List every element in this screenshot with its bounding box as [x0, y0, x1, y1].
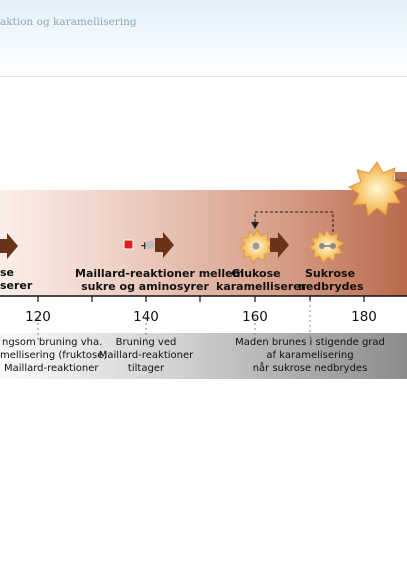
note-2-line-2: Maillard-reaktioner: [98, 350, 194, 361]
stage-label-4: Sukrose nedbrydes: [298, 267, 364, 293]
header-title: aktion og karamellisering: [0, 16, 137, 28]
note-3-line-3: når sukrose nedbrydes: [252, 363, 368, 374]
stage-4-line-1: Sukrose: [304, 267, 356, 280]
note-1: ngsom bruning vha. mellisering (fruktose…: [0, 336, 110, 375]
notes-band: [0, 333, 407, 379]
glukose-burst-icon: [238, 229, 289, 264]
header-banner: aktion og karamellisering: [0, 0, 407, 77]
stage-2-line-1: Maillard-reaktioner mellem: [75, 267, 245, 280]
note-3: Maden brunes i stigende grad af karameli…: [228, 336, 392, 375]
stage-label-3: Glukose karamelliserer: [216, 267, 307, 293]
note-2-line-1: Bruning ved: [115, 337, 177, 348]
note-1-line-1: ngsom bruning vha.: [2, 337, 103, 348]
large-burst-icon: [347, 161, 407, 217]
stage-1-line-2: serer: [0, 279, 33, 292]
tick-label-180: 180: [351, 309, 377, 325]
maillard-reaction-icon: +: [123, 232, 174, 258]
tick-label-160: 160: [242, 309, 268, 325]
note-1-line-3: Maillard-reaktioner: [4, 363, 99, 374]
stage-2-line-2: sukre og aminosyrer: [81, 280, 209, 293]
note-1-line-2: mellisering (fruktose): [0, 350, 108, 361]
note-2: Bruning ved Maillard-reaktioner tiltager: [96, 336, 196, 375]
note-2-line-3: tiltager: [127, 363, 165, 374]
stage-label-2: Maillard-reaktioner mellem sukre og amin…: [75, 267, 245, 293]
stage-label-1: se serer: [0, 266, 32, 292]
tick-label-120: 120: [25, 309, 51, 325]
arrow-icon-stage-1: [0, 233, 18, 259]
note-3-line-1: Maden brunes i stigende grad: [235, 337, 385, 348]
stage-1-line-1: se: [0, 266, 15, 279]
feedback-arrow: [254, 211, 334, 232]
svg-text:+: +: [140, 239, 149, 252]
feedback-arrowhead: [251, 222, 259, 229]
stage-4-line-2: nedbrydes: [298, 280, 364, 293]
stage-3-line-1: Glukose: [231, 267, 281, 280]
guide-lines: [37, 300, 311, 340]
note-3-line-2: af karamelisering: [266, 350, 354, 361]
axis-tick-marks: [37, 296, 365, 302]
stage-3-line-2: karamelliserer: [216, 280, 307, 293]
sukrose-burst-icon: [308, 229, 345, 264]
tick-label-140: 140: [133, 309, 159, 325]
